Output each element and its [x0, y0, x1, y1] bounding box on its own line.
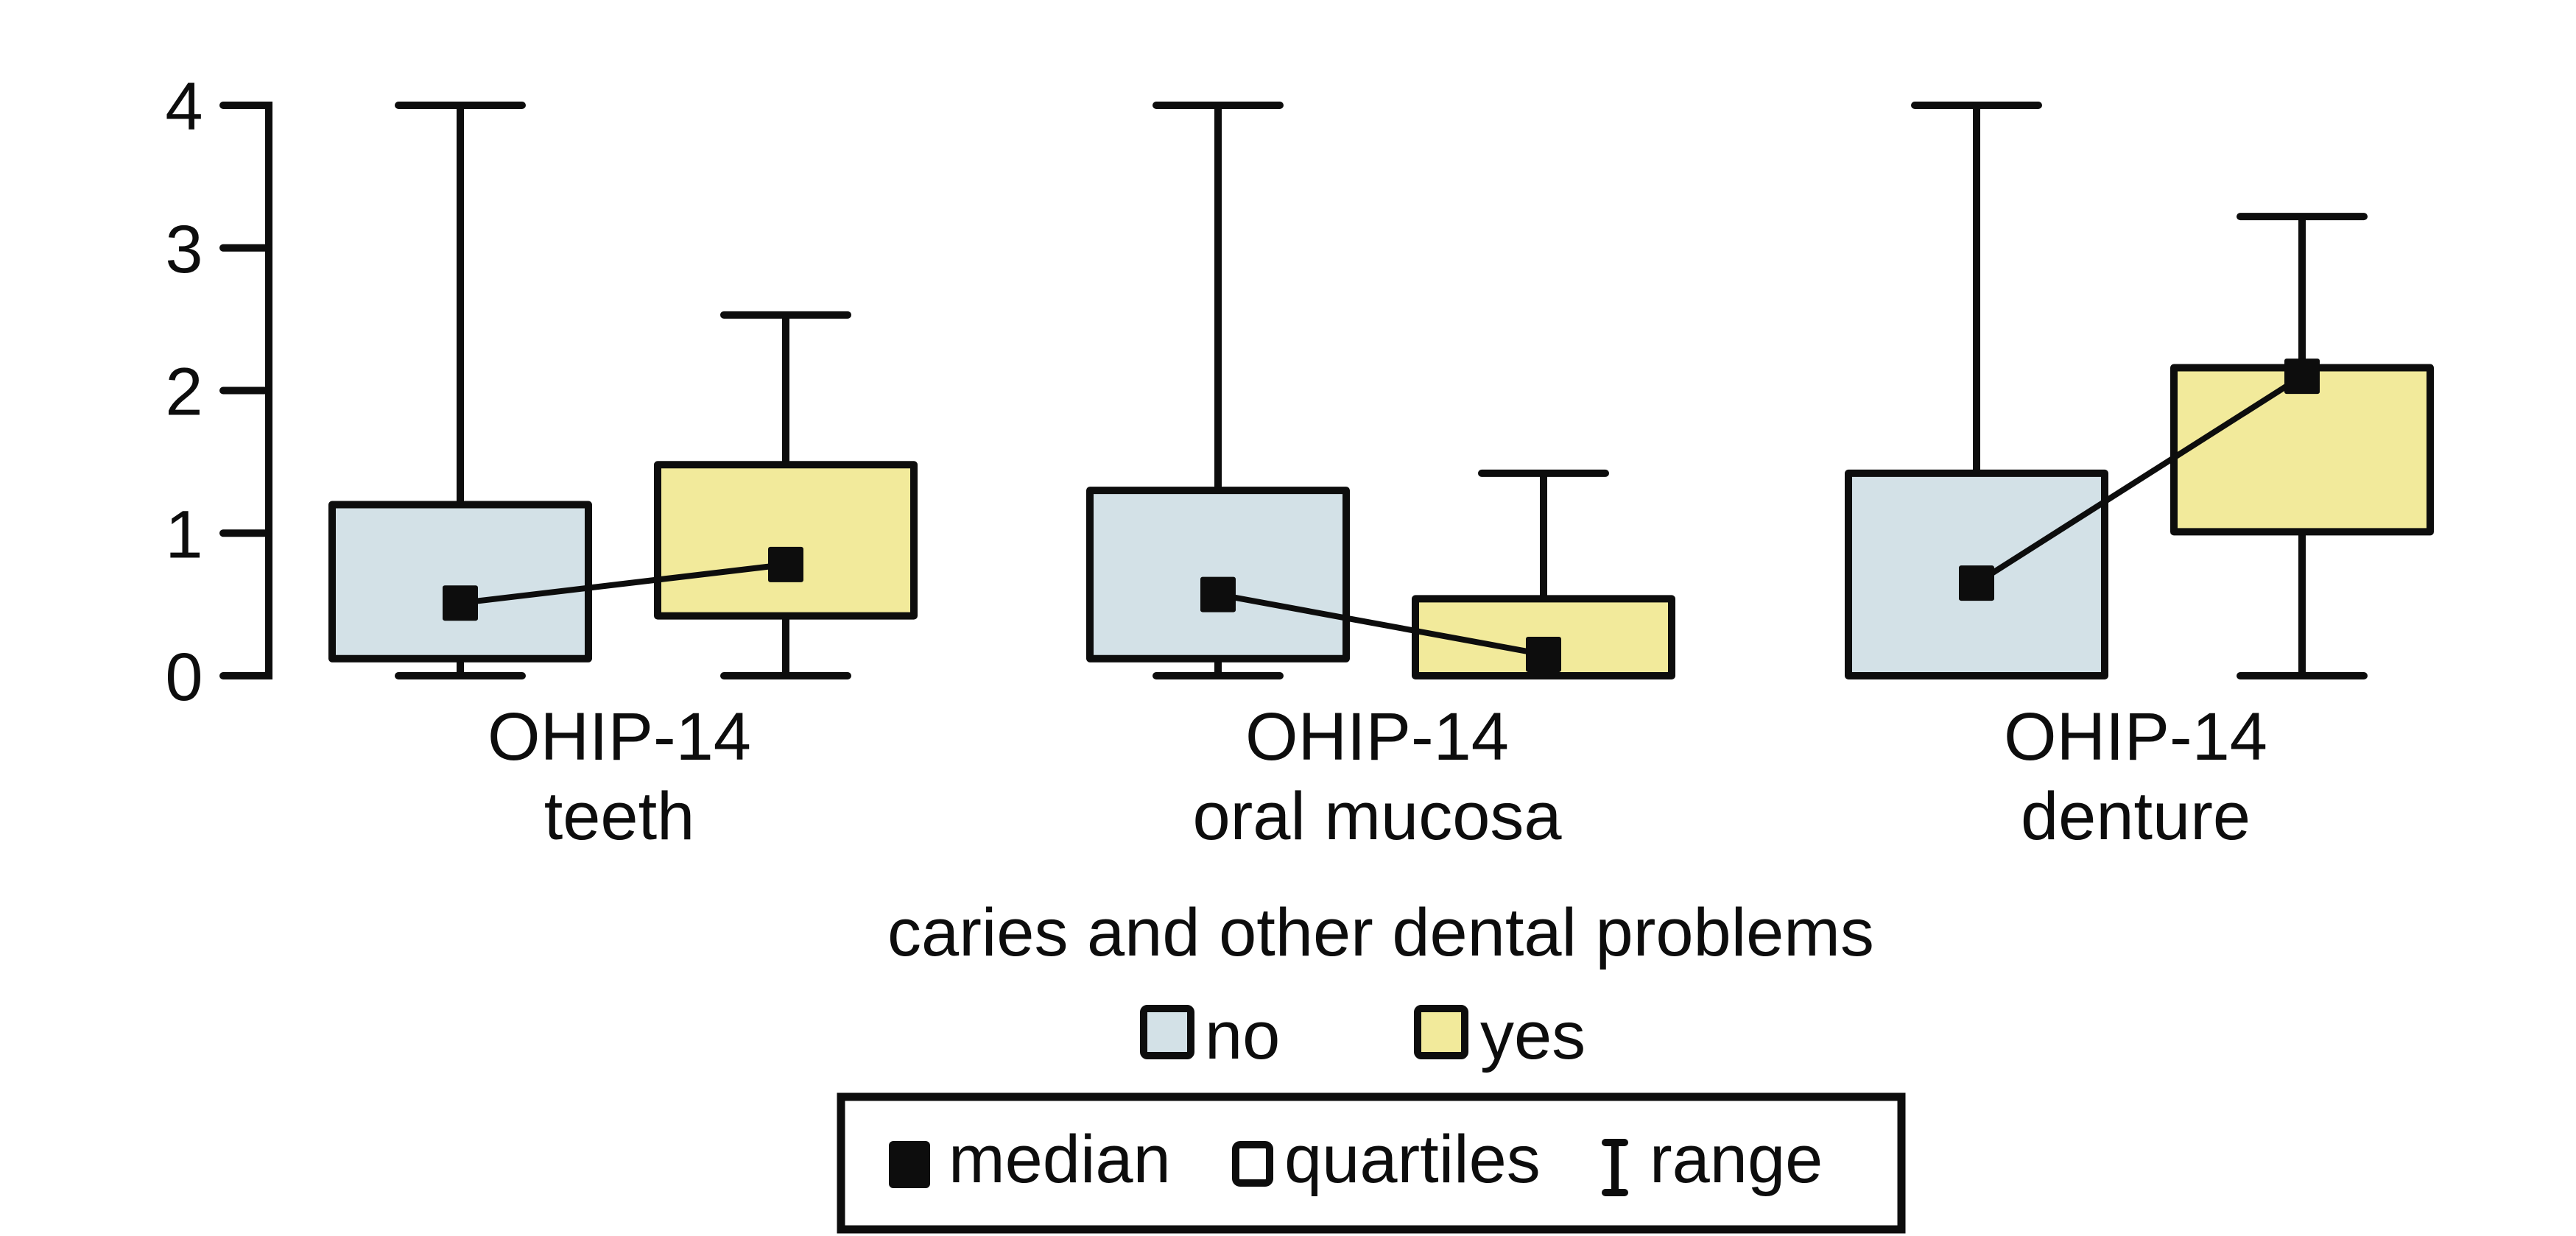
median-connector-2 — [1974, 373, 2304, 586]
y-axis: 0 1 2 3 4 — [165, 69, 272, 715]
median-connector-0 — [460, 561, 786, 607]
category-label-line2: denture — [2021, 779, 2251, 854]
quartile-box — [328, 501, 592, 663]
legend-label-range: range — [1650, 1122, 1823, 1197]
category-label-line1: OHIP-14 — [1245, 699, 1509, 774]
median-markers — [443, 359, 2320, 672]
y-tick-label: 3 — [165, 212, 203, 287]
median-connectors — [460, 373, 2304, 657]
median-marker-no-1 — [1200, 576, 1236, 612]
filled-square-icon — [889, 1141, 930, 1188]
group-legend: no yes — [1140, 998, 1586, 1073]
y-tick-label: 2 — [165, 355, 203, 430]
box-groups — [328, 102, 2434, 679]
i-beam-icon — [1602, 1139, 1628, 1196]
quartile-box — [1086, 487, 1350, 663]
legend-label-quartiles: quartiles — [1284, 1122, 1541, 1197]
legend-label-no: no — [1205, 998, 1280, 1073]
y-tick-label: 0 — [165, 640, 203, 715]
quartile-box — [654, 461, 918, 620]
hollow-square-icon — [1232, 1141, 1273, 1187]
legend-swatch-yes — [1414, 1005, 1468, 1059]
legend-label-yes: yes — [1480, 998, 1586, 1073]
y-tick-label: 1 — [165, 497, 203, 572]
box-no-0 — [328, 102, 592, 679]
category-label-line1: OHIP-14 — [2004, 699, 2267, 774]
box-yes-0 — [654, 311, 918, 679]
box-yes-2 — [2170, 213, 2434, 679]
median-marker-yes-2 — [2284, 359, 2320, 395]
median-marker-yes-1 — [1526, 636, 1561, 672]
median-marker-no-2 — [1959, 565, 1994, 601]
category-label-line1: OHIP-14 — [488, 699, 751, 774]
legend-frame — [837, 1092, 1906, 1234]
category-label-line2: teeth — [544, 779, 695, 854]
box-no-1 — [1086, 102, 1350, 679]
y-tick-label: 4 — [165, 69, 203, 144]
median-marker-yes-0 — [768, 546, 803, 582]
median-marker-no-0 — [443, 585, 478, 621]
legend-label-median: median — [949, 1122, 1171, 1197]
legend-swatch-no — [1140, 1005, 1194, 1059]
median-connector-1 — [1217, 591, 1544, 657]
symbol-legend: median quartiles range — [837, 1092, 1906, 1234]
category-label-line2: oral mucosa — [1192, 779, 1562, 854]
x-axis-title: caries and other dental problems — [887, 895, 1874, 970]
